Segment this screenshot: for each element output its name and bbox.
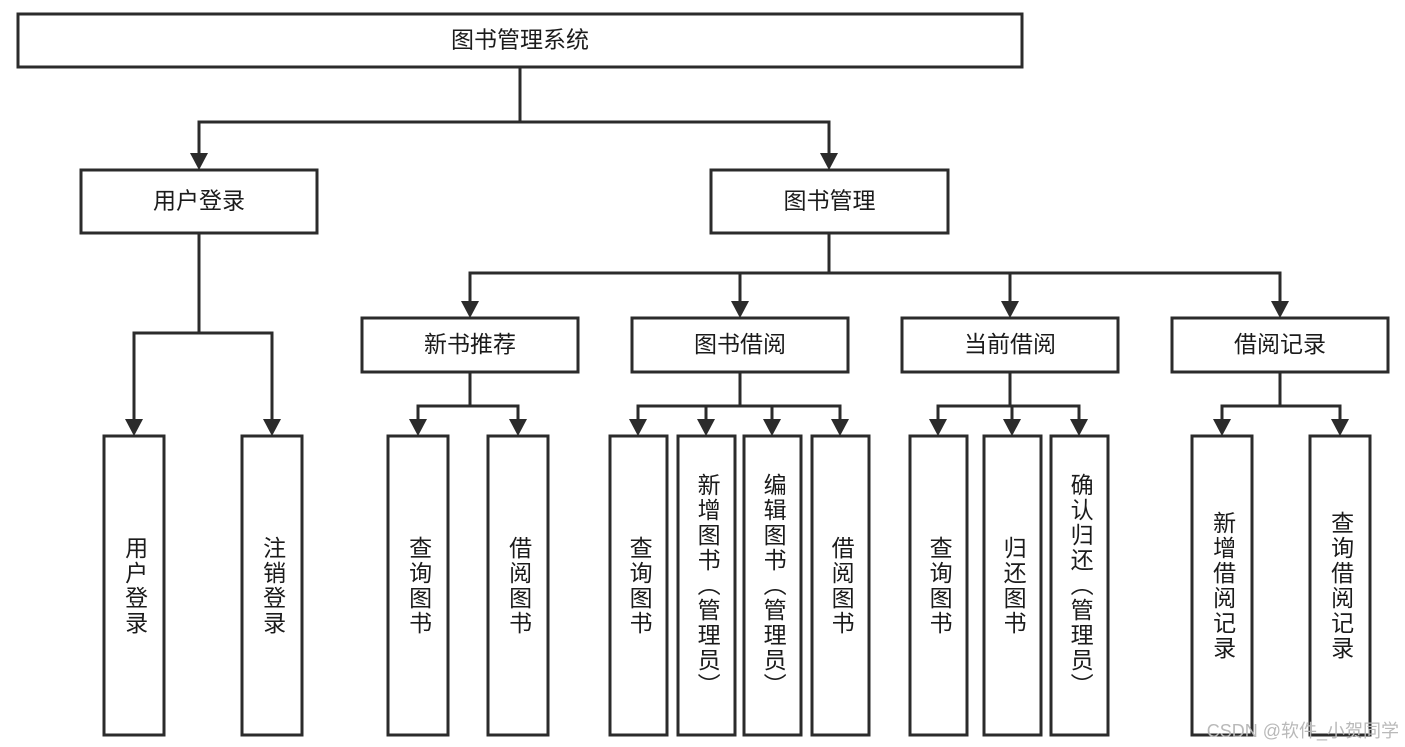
recommend-to-leaves-arrow-0 <box>409 419 427 436</box>
node-box-leaf-query-book-1[interactable] <box>386 434 450 737</box>
node-box-borrow-record[interactable] <box>1170 316 1390 374</box>
root-to-level2-arrow-0 <box>190 153 208 170</box>
node-leaf-add-borrow-record[interactable] <box>1190 434 1254 737</box>
node-leaf-query-book-1[interactable] <box>386 434 450 737</box>
node-leaf-confirm-return-admin[interactable] <box>1049 434 1110 737</box>
node-leaf-query-book-2[interactable] <box>608 434 669 737</box>
level2-to-level3-arrow-0 <box>461 301 479 318</box>
user-login-to-leaves-arrow-1 <box>263 419 281 436</box>
record-to-leaves-arrow-1 <box>1331 419 1349 436</box>
node-leaf-user-login[interactable] <box>102 434 166 737</box>
borrow-to-leaves-arrow-3 <box>831 419 849 436</box>
borrow-to-leaves-arrow-0 <box>629 419 647 436</box>
node-box-leaf-query-borrow-record[interactable] <box>1308 434 1372 737</box>
node-leaf-query-book-3[interactable] <box>908 434 969 737</box>
node-box-user-login[interactable] <box>79 168 319 235</box>
record-to-leaves-arrow-0 <box>1213 419 1231 436</box>
node-box-undefined[interactable] <box>16 12 1024 69</box>
node-box-leaf-query-book-3[interactable] <box>908 434 969 737</box>
node-leaf-query-borrow-record[interactable] <box>1308 434 1372 737</box>
node-label-undefined: 图书管理系统 <box>451 27 589 53</box>
node-box-leaf-return-book[interactable] <box>982 434 1043 737</box>
node-book-borrow[interactable]: 图书借阅 <box>630 316 850 374</box>
node-box-book-borrow[interactable] <box>630 316 850 374</box>
node-box-new-book-recommend[interactable] <box>360 316 580 374</box>
node-box-leaf-query-book-2[interactable] <box>608 434 669 737</box>
node-label-borrow-record: 借阅记录 <box>1234 331 1326 357</box>
current-to-leaves-arrow-1 <box>1003 419 1021 436</box>
current-to-leaves-arrow-0 <box>929 419 947 436</box>
node-new-book-recommend[interactable]: 新书推荐 <box>360 316 580 374</box>
borrow-to-leaves-arrow-1 <box>697 419 715 436</box>
node-leaf-logout-login[interactable] <box>240 434 304 737</box>
node-user-login[interactable]: 用户登录 <box>79 168 319 235</box>
edges-layer <box>125 65 1349 436</box>
root-to-level2-arrow-1 <box>820 153 838 170</box>
node-leaf-return-book[interactable] <box>982 434 1043 737</box>
node-borrow-record[interactable]: 借阅记录 <box>1170 316 1390 374</box>
level2-to-level3-arrow-1 <box>731 301 749 318</box>
node-leaf-edit-book-admin[interactable] <box>742 434 803 737</box>
node-undefined[interactable]: 图书管理系统 <box>16 12 1024 69</box>
node-box-leaf-borrow-book-2[interactable] <box>810 434 871 737</box>
node-leaf-borrow-book-1[interactable] <box>486 434 550 737</box>
node-label-user-login: 用户登录 <box>153 188 245 214</box>
node-leaf-add-book-admin[interactable] <box>676 434 737 737</box>
node-current-borrow[interactable]: 当前借阅 <box>900 316 1120 374</box>
watermark-text: CSDN @软件_小贺同学 <box>1206 721 1399 741</box>
node-box-leaf-edit-book-admin[interactable] <box>742 434 803 737</box>
user-login-to-leaves-arrow-0 <box>125 419 143 436</box>
level2-to-level3-arrow-3 <box>1271 301 1289 318</box>
node-leaf-borrow-book-2[interactable] <box>810 434 871 737</box>
borrow-to-leaves-arrow-2 <box>763 419 781 436</box>
node-box-current-borrow[interactable] <box>900 316 1120 374</box>
node-label-current-borrow: 当前借阅 <box>964 331 1056 357</box>
node-label-book-borrow: 图书借阅 <box>694 331 786 357</box>
node-box-book-management[interactable] <box>709 168 950 235</box>
node-box-leaf-add-book-admin[interactable] <box>676 434 737 737</box>
node-book-management[interactable]: 图书管理 <box>709 168 950 235</box>
recommend-to-leaves-arrow-1 <box>509 419 527 436</box>
node-label-new-book-recommend: 新书推荐 <box>424 331 516 357</box>
node-label-book-management: 图书管理 <box>784 188 876 214</box>
node-box-leaf-add-borrow-record[interactable] <box>1190 434 1254 737</box>
current-to-leaves-arrow-2 <box>1070 419 1088 436</box>
node-box-leaf-confirm-return-admin[interactable] <box>1049 434 1110 737</box>
node-box-leaf-borrow-book-1[interactable] <box>486 434 550 737</box>
level2-to-level3-arrow-2 <box>1001 301 1019 318</box>
node-box-leaf-user-login[interactable] <box>102 434 166 737</box>
node-box-leaf-logout-login[interactable] <box>240 434 304 737</box>
